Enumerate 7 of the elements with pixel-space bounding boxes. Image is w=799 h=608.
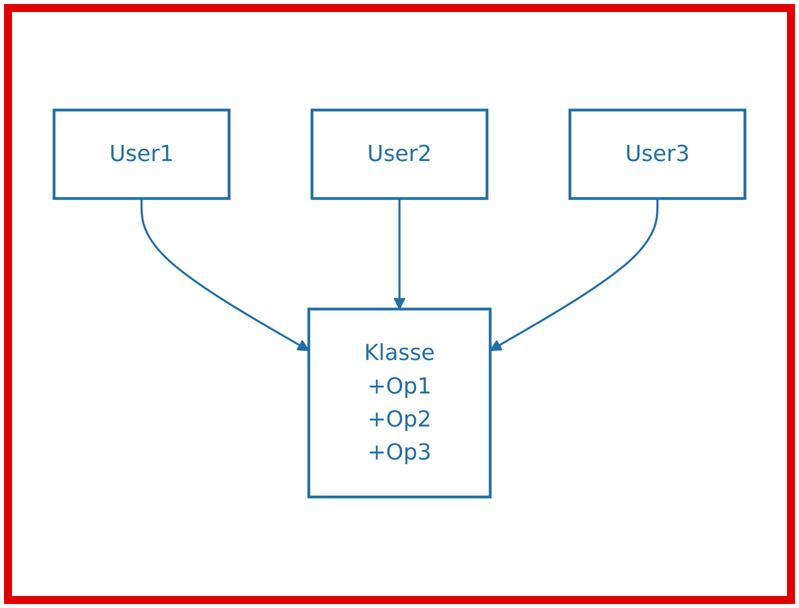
arrow bbox=[393, 198, 406, 310]
node-box: User3 bbox=[568, 109, 746, 200]
arrow bbox=[490, 198, 658, 352]
node-box: User2 bbox=[310, 109, 488, 200]
node-box: User1 bbox=[52, 109, 230, 200]
arrow bbox=[140, 198, 310, 352]
node-box: Klasse +Op1 +Op2 +Op3 bbox=[307, 308, 492, 499]
